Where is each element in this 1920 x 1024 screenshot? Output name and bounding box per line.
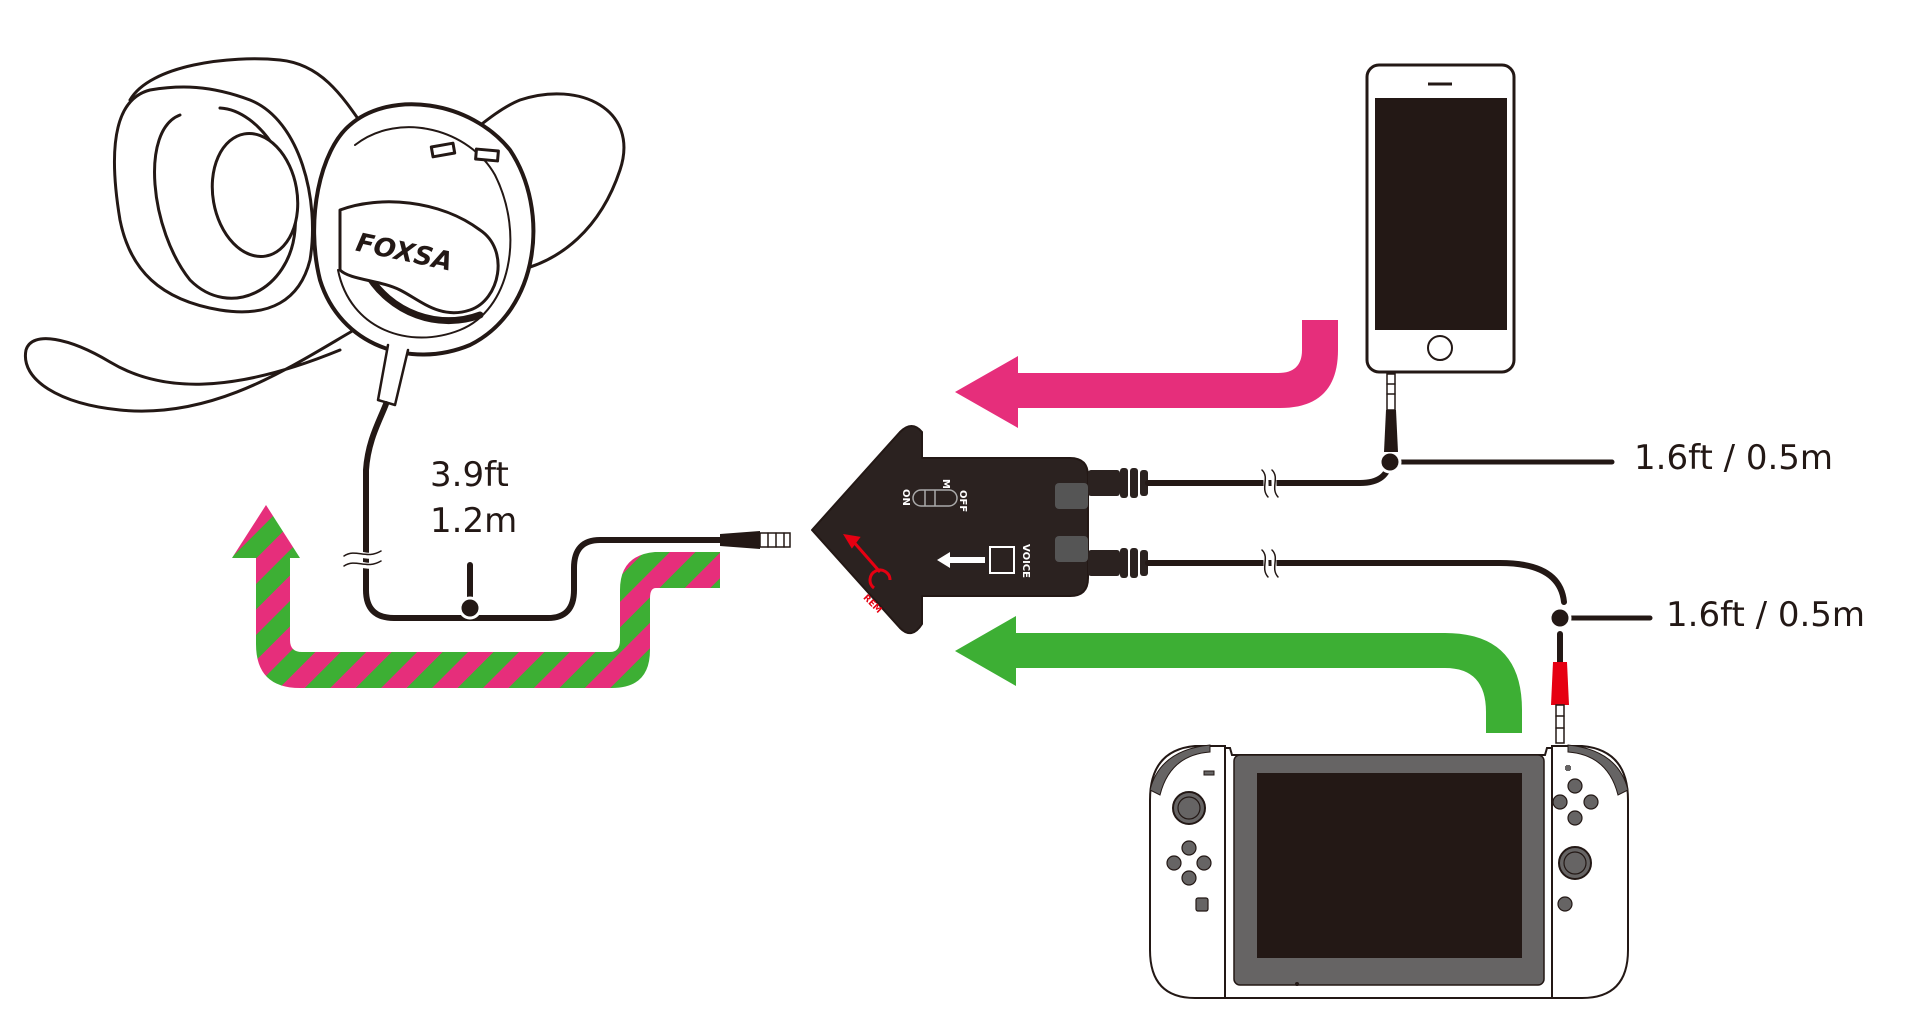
dpad-right-icon [1196, 855, 1212, 871]
console-screen [1257, 773, 1522, 958]
voice-phone-icon [989, 546, 1015, 574]
left-driver-icon [210, 132, 300, 258]
headset-port-icon [868, 568, 892, 590]
earcup-plate-icon [338, 200, 500, 315]
a-button-icon [1583, 794, 1599, 810]
capture-button-icon [1195, 897, 1209, 912]
b-button-icon [1567, 810, 1583, 826]
right-joycon [1551, 745, 1629, 999]
headset-cable-length: 3.9ft 1.2m [430, 452, 517, 544]
headset-length-marker [458, 596, 482, 620]
console-jack[interactable] [1055, 536, 1088, 562]
phone-screen [1375, 98, 1507, 330]
phone-jack[interactable] [1055, 483, 1088, 509]
headset-plug-icon [720, 531, 760, 549]
console-length-marker [1548, 606, 1572, 630]
headset-cable-strain-relief [376, 343, 410, 407]
console-audio-arrow [955, 616, 1522, 733]
minus-button-icon [1203, 770, 1215, 776]
mic-off-label: OFF [957, 490, 968, 512]
dpad-up-icon [1181, 840, 1197, 856]
home-button-icon [1557, 896, 1573, 912]
dpad-left-icon [1166, 855, 1182, 871]
combined-audio-arrow [232, 505, 720, 688]
phone-cable-length: 1.6ft / 0.5m [1634, 438, 1834, 478]
console-connector [1088, 548, 1148, 578]
phone-connector [1088, 468, 1148, 498]
x-button-icon [1567, 778, 1583, 794]
voice-label: VOICE [1020, 544, 1031, 578]
phone-home-button-icon [1427, 335, 1453, 361]
splitter-adapter: MIC ON OFF VOICE REM [811, 425, 1148, 635]
console-cable [1145, 549, 1653, 744]
headset-illustration: FOXSA [23, 57, 626, 413]
phone-cable [1145, 373, 1615, 499]
plus-button-icon [1565, 765, 1571, 771]
dpad-down-icon [1181, 870, 1197, 886]
mic-boom-icon [23, 320, 370, 413]
adapter-body [811, 425, 1089, 635]
voice-arrow-icon [937, 552, 985, 568]
mic-on-label: ON [900, 489, 911, 506]
handheld-console-illustration [1149, 744, 1629, 999]
phone-length-marker [1378, 450, 1402, 474]
headset-cable-length-m: 1.2m [430, 501, 518, 541]
headset-cable-length-ft: 3.9ft [430, 455, 509, 495]
smartphone-illustration [1365, 63, 1516, 374]
console-plug-icon [1551, 662, 1569, 705]
headset-cable [343, 401, 791, 621]
console-cable-length: 1.6ft / 0.5m [1666, 595, 1866, 635]
y-button-icon [1552, 794, 1568, 810]
headset-port-arrow-icon [843, 533, 882, 573]
phone-audio-arrow [955, 320, 1338, 428]
phone-plug-icon [1384, 410, 1398, 452]
